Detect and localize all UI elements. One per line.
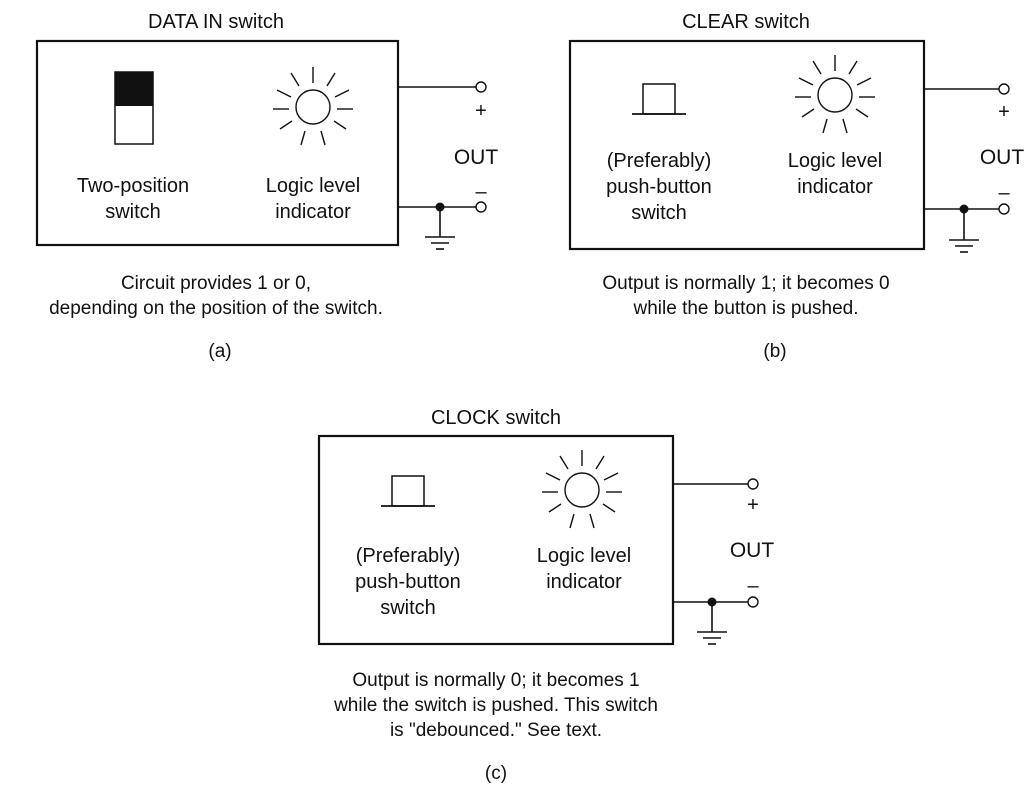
panel-c-caption-1: Output is normally 0; it becomes 1 [352, 670, 639, 691]
panel-a-box [35, 39, 400, 247]
panel-c-caption-3: is "debounced." See text. [390, 720, 602, 741]
panel-b-plus: + [998, 101, 1010, 123]
panel-c-indicator-label-1: Logic level [537, 545, 632, 567]
panel-c-indicator-label-2: indicator [546, 571, 622, 593]
panel-b: CLEAR switch (Preferably) push-button sw… [568, 11, 1025, 362]
panel-a-indicator-label-2: indicator [275, 201, 351, 223]
panel-b-minus: – [998, 182, 1010, 204]
panel-c-out-label: OUT [730, 539, 775, 562]
lamp-icon [795, 55, 875, 134]
panel-a-out-label: OUT [454, 146, 499, 169]
output-terminals: + OUT – [673, 478, 775, 645]
plus-terminal-icon [998, 83, 1010, 95]
panel-a-indicator-label-1: Logic level [266, 175, 361, 197]
panel-b-caption-1: Output is normally 1; it becomes 0 [602, 273, 889, 294]
panel-c-switch-label-2: push-button [355, 571, 461, 593]
panel-b-caption-2: while the button is pushed. [633, 298, 859, 319]
minus-terminal-icon [747, 596, 759, 608]
panel-c-plus: + [747, 494, 759, 516]
minus-terminal-icon [475, 201, 487, 213]
push-button-icon [632, 83, 686, 115]
panel-a-plus: + [475, 100, 487, 122]
panel-b-title: CLEAR switch [682, 11, 810, 33]
minus-terminal-icon [998, 203, 1010, 215]
toggle-switch-icon [114, 71, 154, 145]
panel-b-indicator-label-1: Logic level [788, 150, 883, 172]
panel-b-switch-label-2: push-button [606, 176, 712, 198]
panel-a-caption-1: Circuit provides 1 or 0, [121, 273, 311, 294]
panel-c-switch-label-1: (Preferably) [356, 545, 460, 567]
panel-a-title: DATA IN switch [148, 11, 284, 33]
panel-a-minus: – [475, 181, 487, 203]
panel-b-indicator-label-2: indicator [797, 176, 873, 198]
output-terminals: + OUT – [924, 83, 1025, 253]
panel-c-title: CLOCK switch [431, 407, 561, 429]
panel-a: DATA IN switch Two-position switch Logic… [35, 11, 499, 362]
ground-icon [425, 236, 455, 250]
push-button-icon [381, 475, 435, 507]
panel-a-tag: (a) [208, 341, 231, 362]
panel-c-switch-label-3: switch [380, 597, 436, 619]
panel-a-caption-2: depending on the position of the switch. [49, 298, 383, 319]
panel-a-switch-label-1: Two-position [77, 175, 189, 197]
ground-icon [697, 631, 727, 645]
panel-c-box [317, 434, 675, 646]
panel-b-switch-label-1: (Preferably) [607, 150, 711, 172]
panel-b-box [568, 39, 926, 251]
panel-c-tag: (c) [485, 763, 507, 784]
lamp-icon [273, 67, 353, 146]
panel-b-out-label: OUT [980, 146, 1025, 169]
ground-icon [949, 239, 979, 253]
plus-terminal-icon [475, 81, 487, 93]
panel-a-switch-label-2: switch [105, 201, 161, 223]
plus-terminal-icon [747, 478, 759, 490]
output-terminals: + OUT – [398, 81, 499, 250]
panel-c: CLOCK switch (Preferably) push-button sw… [317, 407, 775, 784]
panel-c-minus: – [747, 575, 759, 597]
lamp-icon [542, 450, 622, 529]
panel-b-switch-label-3: switch [631, 202, 687, 224]
panel-c-caption-2: while the switch is pushed. This switch [333, 695, 658, 716]
panel-b-tag: (b) [763, 341, 786, 362]
